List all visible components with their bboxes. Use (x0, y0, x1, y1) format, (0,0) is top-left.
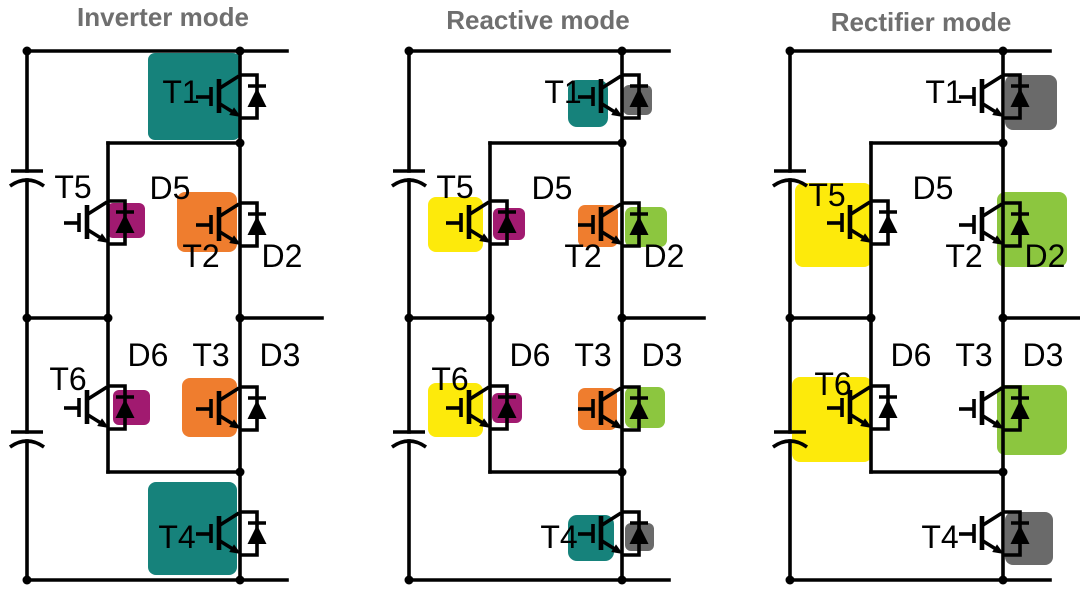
node-dot (404, 46, 414, 56)
node-dot (404, 575, 414, 585)
label-d3: D3 (260, 337, 301, 373)
igbt-t1 (959, 76, 1004, 117)
node-dot (485, 313, 495, 323)
label-d6: D6 (891, 337, 932, 373)
label-t2: T2 (945, 238, 982, 274)
title-rectifier-mode: Rectifier mode (831, 7, 1012, 37)
circuit-reactive-mode: T1 T5 D5 T2 D2 D6 T3 D3 T6 T4 Reactive m… (390, 5, 706, 585)
label-d5: D5 (150, 170, 191, 206)
igbt-t4 (959, 513, 1004, 554)
node-dot (998, 46, 1008, 56)
label-t1: T1 (544, 74, 581, 110)
label-t5: T5 (54, 169, 91, 205)
highlight-t1-igbt (568, 80, 608, 127)
label-t1: T1 (162, 74, 199, 110)
node-dots (22, 46, 245, 585)
node-dot (22, 313, 32, 323)
node-dot (998, 313, 1008, 323)
label-d6: D6 (128, 337, 169, 373)
wires (788, 49, 1080, 582)
diode-d6 (869, 384, 900, 431)
highlight-t4-igbt (148, 482, 237, 575)
diode-d5 (869, 199, 900, 246)
node-dot (785, 575, 795, 585)
circuit-inverter-mode: T1 T5 D5 T2 D2 D6 T3 D3 T6 T4 Inverter m… (8, 2, 324, 585)
highlight-d3-diode (997, 385, 1067, 455)
node-dot (617, 46, 627, 56)
label-t4: T4 (921, 519, 958, 555)
node-dot (235, 46, 245, 56)
label-t5: T5 (808, 177, 845, 213)
label-d5: D5 (532, 170, 573, 206)
highlight-t2-igbt (177, 192, 237, 252)
label-t6: T6 (49, 361, 86, 397)
label-t2: T2 (182, 238, 219, 274)
node-dots (785, 46, 1008, 585)
node-dot (998, 575, 1008, 585)
label-t4: T4 (158, 519, 195, 555)
highlight-t1-igbt (148, 53, 240, 140)
highlights-rectifier (792, 75, 1067, 565)
circuit-rectifier-mode: T1 T5 D5 T2 D2 D6 T3 D3 T6 T4 Rectifier … (771, 7, 1080, 585)
label-d2: D2 (644, 238, 685, 274)
node-dot (617, 313, 627, 323)
node-dot (617, 467, 627, 477)
node-dots (404, 46, 627, 585)
node-dot (235, 313, 245, 323)
diode-of-t1 (238, 73, 269, 120)
node-dot (785, 313, 795, 323)
highlight-t5-igbt (795, 183, 872, 267)
highlight-d2-diode (625, 207, 667, 247)
diode-d3 (238, 385, 269, 432)
device-labels: T1 T5 D5 T2 D2 D6 T3 D3 T6 T4 (431, 74, 684, 555)
device-labels: T1 T5 D5 T2 D2 D6 T3 D3 T6 T4 (49, 74, 302, 555)
node-dot (998, 467, 1008, 477)
node-dot (22, 575, 32, 585)
label-t5: T5 (436, 169, 473, 205)
label-d3: D3 (1023, 337, 1064, 373)
label-t2: T2 (564, 238, 601, 274)
title-inverter-mode: Inverter mode (77, 2, 249, 32)
node-dot (617, 138, 627, 148)
label-d3: D3 (642, 337, 683, 373)
label-d5: D5 (913, 170, 954, 206)
highlight-d3-diode (625, 387, 665, 428)
label-t3: T3 (574, 337, 611, 373)
node-dot (235, 467, 245, 477)
label-t1: T1 (925, 74, 962, 110)
label-t4: T4 (540, 519, 577, 555)
label-t6: T6 (814, 366, 851, 402)
diode-of-t4 (238, 510, 269, 557)
highlight-t4-diode (1005, 512, 1053, 565)
highlight-d2-diode (997, 192, 1067, 267)
label-t3: T3 (192, 337, 229, 373)
node-dot (103, 313, 113, 323)
node-dot (866, 313, 876, 323)
label-d2: D2 (1025, 238, 1066, 274)
wires (25, 49, 324, 582)
node-dot (235, 575, 245, 585)
label-d6: D6 (510, 337, 551, 373)
title-reactive-mode: Reactive mode (446, 5, 630, 35)
node-dot (785, 46, 795, 56)
node-dot (404, 313, 414, 323)
device-labels: T1 T5 D5 T2 D2 D6 T3 D3 T6 T4 (808, 74, 1065, 555)
label-t3: T3 (955, 337, 992, 373)
node-dot (235, 138, 245, 148)
label-t6: T6 (431, 361, 468, 397)
node-dot (998, 138, 1008, 148)
label-d2: D2 (262, 238, 303, 274)
highlights-reactive (428, 80, 667, 561)
igbt-t5 (64, 202, 109, 243)
wires (407, 49, 706, 582)
node-dot (22, 46, 32, 56)
node-dot (617, 575, 627, 585)
highlights-inverter (107, 53, 240, 575)
